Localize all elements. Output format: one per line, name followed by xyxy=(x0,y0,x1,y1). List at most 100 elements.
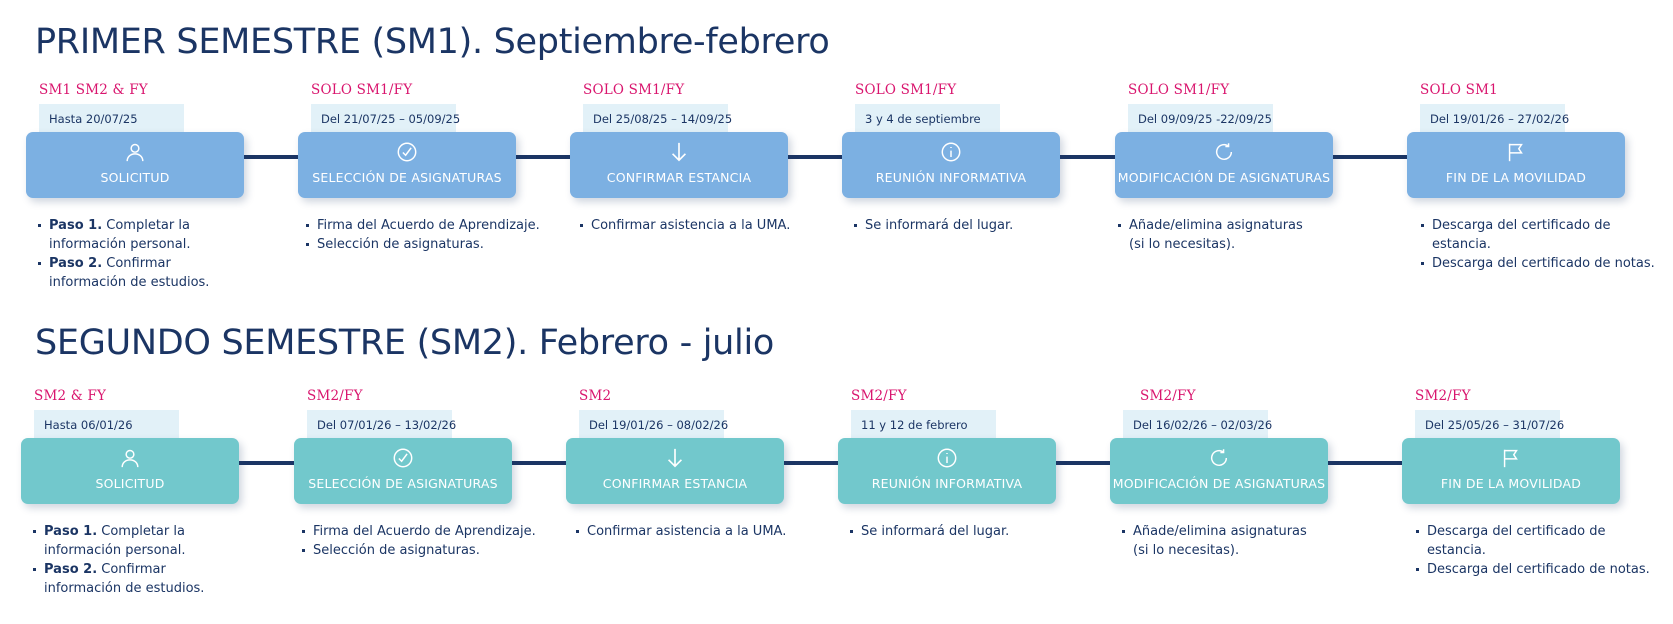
bullet-bold: Paso 2. xyxy=(44,562,98,577)
step-tag: SM2/FY xyxy=(851,388,907,404)
step-tag: SOLO SM1/FY xyxy=(855,82,957,98)
bullet-text: información personal. xyxy=(44,543,186,558)
step-date: Del 25/05/26 – 31/07/26 xyxy=(1415,410,1564,442)
bullet-bold: Paso 1. xyxy=(44,524,98,539)
bullet-text: Firma del Acuerdo de Aprendizaje. xyxy=(313,524,536,539)
step-notes: Descarga del certificado de estancia. De… xyxy=(1416,522,1651,579)
step-date: Del 21/07/25 – 05/09/25 xyxy=(311,104,460,136)
step-label: SOLICITUD xyxy=(100,170,170,185)
step-tag: SM2/FY xyxy=(1415,388,1471,404)
step-card[interactable]: SELECCIÓN DE ASIGNATURAS xyxy=(298,132,516,198)
bullet-text: Se informará del lugar. xyxy=(865,218,1014,233)
step-label: REUNIÓN INFORMATIVA xyxy=(875,170,1027,185)
step-notes: Confirmar asistencia a la UMA. xyxy=(576,522,811,541)
list-item: (si lo necesitas). xyxy=(1122,541,1357,560)
step-label: FIN DE LA MOVILIDAD xyxy=(1440,476,1582,491)
list-item: Confirmar asistencia a la UMA. xyxy=(580,216,815,235)
check-circle-icon xyxy=(393,448,413,468)
bullet-bold: Paso 1. xyxy=(49,218,103,233)
section-title: SEGUNDO SEMESTRE (SM2). Febrero - julio xyxy=(35,323,775,363)
list-item: información personal. xyxy=(33,541,268,560)
bullet-text: información de estudios. xyxy=(49,275,210,290)
bullet-text: Confirmar xyxy=(97,562,166,577)
list-item: Selección de asignaturas. xyxy=(306,235,541,254)
bullet-text: información personal. xyxy=(49,237,191,252)
flag-icon xyxy=(1508,143,1523,162)
list-item: Confirmar asistencia a la UMA. xyxy=(576,522,811,541)
step-notes: Descarga del certificado de estancia. De… xyxy=(1421,216,1656,273)
step-card[interactable]: SELECCIÓN DE ASIGNATURAS xyxy=(294,438,512,504)
step-label: SOLICITUD xyxy=(95,476,165,491)
bullet-text: Descarga del certificado de estancia. xyxy=(1432,218,1611,252)
list-item: Descarga del certificado de estancia. xyxy=(1421,216,1656,254)
step-card[interactable]: FIN DE LA MOVILIDAD xyxy=(1407,132,1625,198)
bullet-text: Se informará del lugar. xyxy=(861,524,1010,539)
step-tag: SOLO SM1/FY xyxy=(1128,82,1230,98)
step-card[interactable]: SOLICITUD xyxy=(26,132,244,198)
bullet-text: Selección de asignaturas. xyxy=(313,543,480,558)
step-date: Hasta 06/01/26 xyxy=(34,410,179,442)
step-label: SELECCIÓN DE ASIGNATURAS xyxy=(312,170,502,185)
step-tag: SOLO SM1/FY xyxy=(583,82,685,98)
step-date: Hasta 20/07/25 xyxy=(39,104,184,136)
step-card[interactable]: CONFIRMAR ESTANCIA xyxy=(570,132,788,198)
info-icon xyxy=(941,142,961,162)
step-label: FIN DE LA MOVILIDAD xyxy=(1445,170,1587,185)
bullet-text: Confirmar asistencia a la UMA. xyxy=(591,218,791,233)
step-tag: SOLO SM1 xyxy=(1420,82,1498,98)
step-notes: Firma del Acuerdo de Aprendizaje. Selecc… xyxy=(302,522,537,560)
list-item: información personal. xyxy=(38,235,273,254)
list-item: información de estudios. xyxy=(33,579,268,598)
step-card[interactable]: SOLICITUD xyxy=(21,438,239,504)
bullet-text: Descarga del certificado de notas. xyxy=(1432,256,1655,271)
step-card[interactable]: MODIFICACIÓN DE ASIGNATURAS xyxy=(1110,438,1328,504)
list-item: Paso 1. Completar la xyxy=(38,216,273,235)
step-notes: Paso 1. Completar la información persona… xyxy=(33,522,268,598)
bullet-text: Confirmar xyxy=(102,256,171,271)
user-icon xyxy=(121,449,139,468)
bullet-text: Añade/elimina asignaturas xyxy=(1133,524,1307,539)
step-notes: Añade/elimina asignaturas (si lo necesit… xyxy=(1118,216,1353,254)
section-title: PRIMER SEMESTRE (SM1). Septiembre-febrer… xyxy=(35,22,830,62)
user-icon xyxy=(126,143,144,162)
step-card[interactable]: REUNIÓN INFORMATIVA xyxy=(838,438,1056,504)
list-item: Paso 1. Completar la xyxy=(33,522,268,541)
step-label: CONFIRMAR ESTANCIA xyxy=(606,170,752,185)
bullet-text: (si lo necesitas). xyxy=(1133,543,1240,558)
arrow-down-icon xyxy=(667,448,683,468)
step-card[interactable]: MODIFICACIÓN DE ASIGNATURAS xyxy=(1115,132,1333,198)
step-date: Del 16/02/26 – 02/03/26 xyxy=(1123,410,1272,442)
list-item: Paso 2. Confirmar xyxy=(38,254,273,273)
step-notes: Se informará del lugar. xyxy=(850,522,1085,541)
step-card[interactable]: FIN DE LA MOVILIDAD xyxy=(1402,438,1620,504)
list-item: Se informará del lugar. xyxy=(850,522,1085,541)
step-label: CONFIRMAR ESTANCIA xyxy=(602,476,748,491)
refresh-icon xyxy=(1211,449,1228,466)
step-card[interactable]: REUNIÓN INFORMATIVA xyxy=(842,132,1060,198)
step-date: Del 09/09/25 -22/09/25 xyxy=(1128,104,1273,136)
bullet-text: Firma del Acuerdo de Aprendizaje. xyxy=(317,218,540,233)
step-tag: SM2 & FY xyxy=(34,388,107,404)
step-label: SELECCIÓN DE ASIGNATURAS xyxy=(308,476,498,491)
step-card[interactable]: CONFIRMAR ESTANCIA xyxy=(566,438,784,504)
step-date: 11 y 12 de febrero xyxy=(851,410,996,442)
step-date: Del 19/01/26 – 27/02/26 xyxy=(1420,104,1569,136)
bullet-text: Completar la xyxy=(97,524,185,539)
step-notes: Añade/elimina asignaturas (si lo necesit… xyxy=(1122,522,1357,560)
bullet-text: Selección de asignaturas. xyxy=(317,237,484,252)
flag-icon xyxy=(1503,449,1518,468)
bullet-text: Descarga del certificado de notas. xyxy=(1427,562,1650,577)
step-tag: SM2/FY xyxy=(1140,388,1196,404)
list-item: Firma del Acuerdo de Aprendizaje. xyxy=(306,216,541,235)
step-label: REUNIÓN INFORMATIVA xyxy=(871,476,1023,491)
timeline-track xyxy=(130,155,1520,159)
step-label: MODIFICACIÓN DE ASIGNATURAS xyxy=(1117,170,1331,185)
bullet-text: Confirmar asistencia a la UMA. xyxy=(587,524,787,539)
step-notes: Firma del Acuerdo de Aprendizaje. Selecc… xyxy=(306,216,541,254)
list-item: Añade/elimina asignaturas xyxy=(1118,216,1353,235)
list-item: Añade/elimina asignaturas xyxy=(1122,522,1357,541)
bullet-text: información de estudios. xyxy=(44,581,205,596)
step-date: Del 07/01/26 – 13/02/26 xyxy=(307,410,456,442)
bullet-bold: Paso 2. xyxy=(49,256,103,271)
step-date: Del 25/08/25 – 14/09/25 xyxy=(583,104,732,136)
